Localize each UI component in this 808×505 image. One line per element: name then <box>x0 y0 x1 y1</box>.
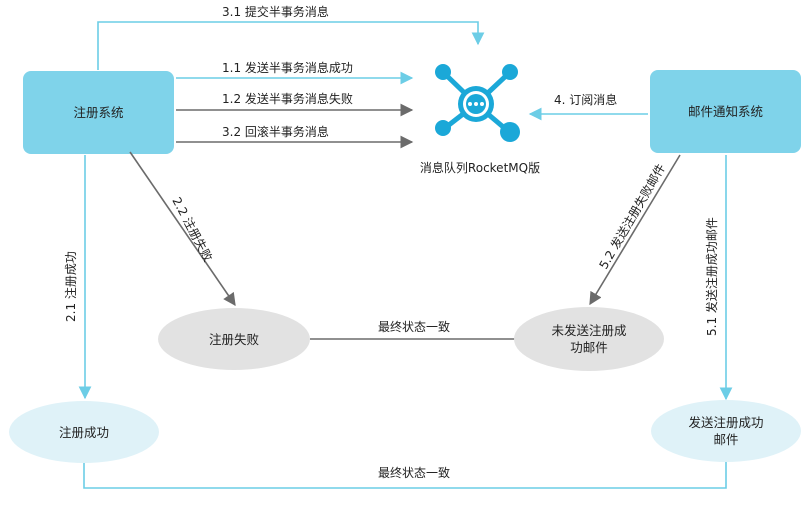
edge-send-success-mail-label: 5.1 发送注册成功邮件 <box>704 217 719 336</box>
edge-register-fail <box>129 151 236 307</box>
rocketmq-hub-icon <box>435 64 520 142</box>
edge-subscribe-label: 4. 订阅消息 <box>554 92 617 107</box>
registration-system-node <box>23 71 174 154</box>
mail-not-sent-label-line2: 功邮件 <box>570 340 608 355</box>
edge-send-half-fail-label: 1.2 发送半事务消息失败 <box>222 91 353 106</box>
edge-send-fail-mail <box>589 154 681 306</box>
mail-sent-node <box>651 400 801 462</box>
edge-send-half-success-label: 1.1 发送半事务消息成功 <box>222 60 353 75</box>
mail-system-node <box>650 70 801 153</box>
edge-final-consistent-bottom-label: 最终状态一致 <box>378 465 450 480</box>
edge-final-consistent-bottom <box>83 460 727 489</box>
edge-register-fail-label: 2.2 注册失败 <box>169 194 216 264</box>
mail-system-label: 邮件通知系统 <box>688 104 763 119</box>
mail-sent-label-line1: 发送注册成功 <box>688 415 763 430</box>
edge-final-consistent-top-label: 最终状态一致 <box>378 319 450 334</box>
register-failed-node <box>158 308 310 370</box>
edge-send-fail-mail-label: 5.2 发送注册失败邮件 <box>596 161 668 271</box>
registration-system-label: 注册系统 <box>73 105 123 120</box>
register-success-label: 注册成功 <box>59 425 109 440</box>
mail-not-sent-node <box>514 307 664 371</box>
mail-sent-label-line2: 邮件 <box>713 432 738 447</box>
edge-commit-half <box>97 21 485 70</box>
edge-commit-half-label: 3.1 提交半事务消息 <box>222 4 329 19</box>
edge-rollback-half-label: 3.2 回滚半事务消息 <box>222 124 329 139</box>
mail-not-sent-label-line1: 未发送注册成 <box>551 323 626 338</box>
mq-label: 消息队列RocketMQ版 <box>420 160 540 175</box>
edge-register-success-label: 2.1 注册成功 <box>63 251 78 322</box>
register-failed-label: 注册失败 <box>209 332 260 347</box>
register-success-node <box>9 401 159 463</box>
